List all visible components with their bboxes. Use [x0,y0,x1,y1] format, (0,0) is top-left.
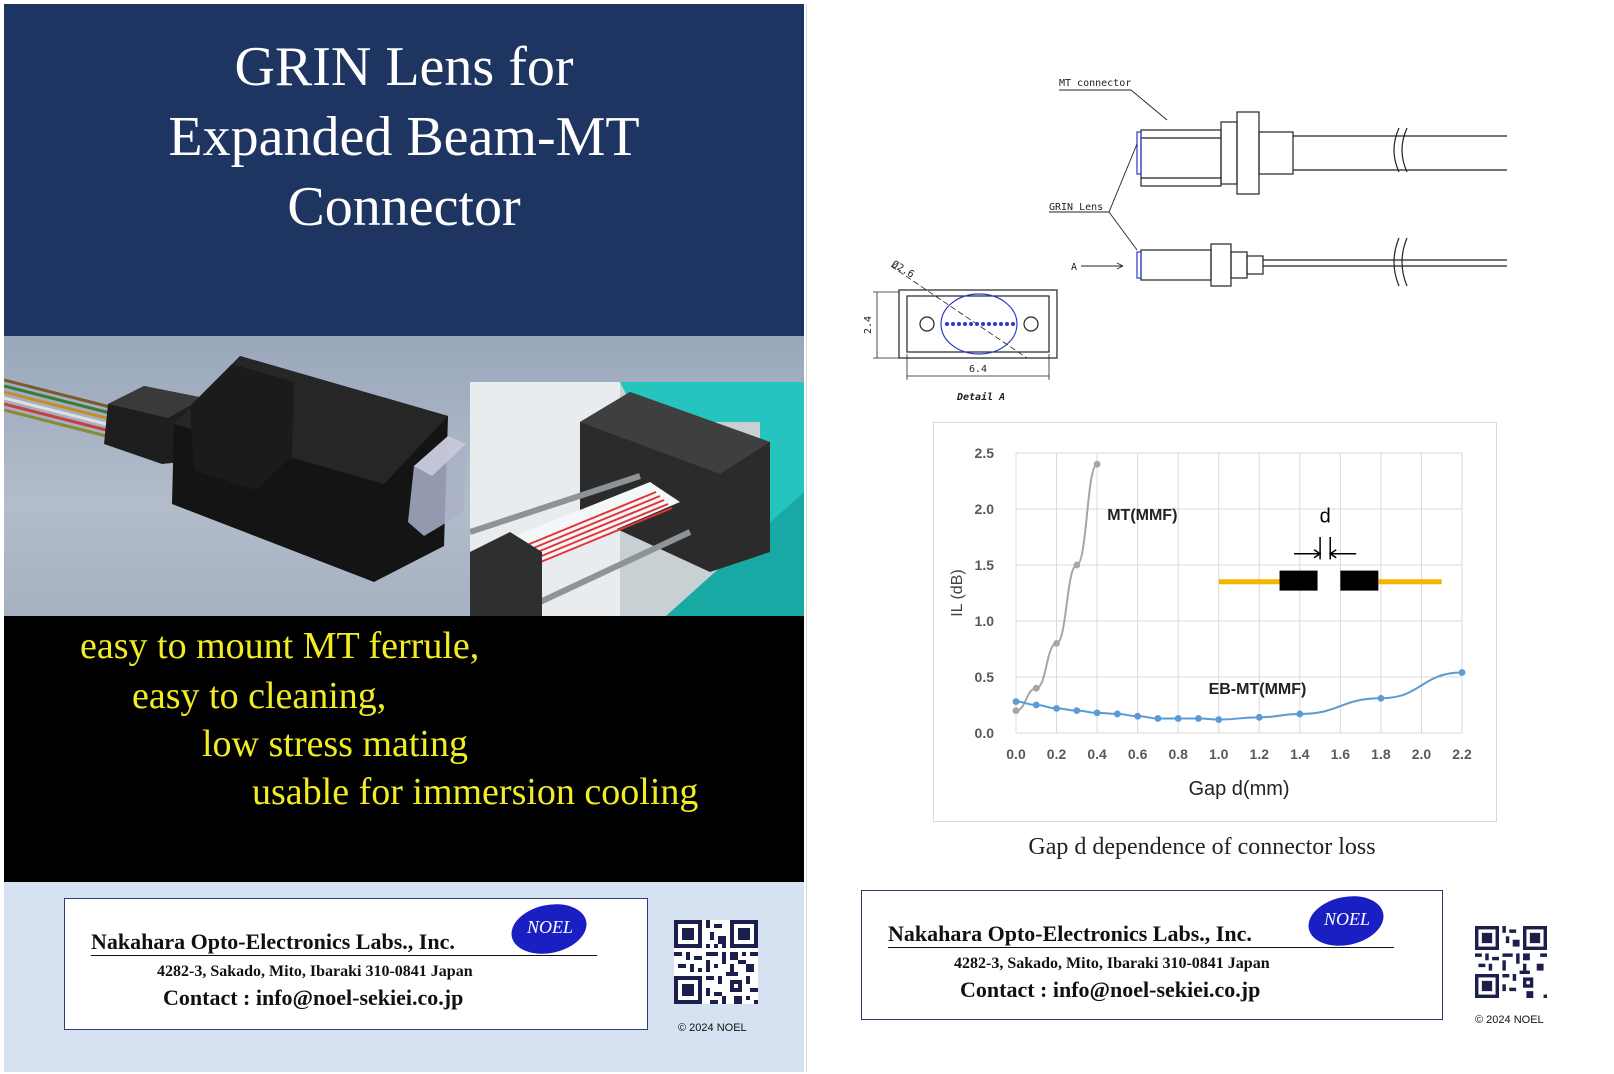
ferrule-render-image [470,382,804,616]
series-label-mt: MT(MMF) [1107,507,1177,524]
data-point [1032,684,1040,692]
data-point [1012,698,1020,706]
company-underline-right [888,947,1394,948]
series-line-0 [1015,463,1099,712]
technical-drawing: MT connector GRIN Lens A Ø2.6 2.4 6.4 [863,78,1507,403]
inset-ferrule-left [1279,570,1318,591]
qr-code [674,920,758,1004]
y-axis-label: IL (dB) [949,569,966,616]
label-height: 2.4 [863,316,874,334]
x-tick-label: 2.2 [1452,746,1472,762]
data-point [1195,715,1202,722]
label-grin-lens: GRIN Lens [1049,202,1103,213]
gap-loss-chart: 0.0 0.2 0.4 0.6 0.8 1.0 1.2 1.4 1.6 1.8 2.0 2.2 0.0 0… [949,445,1472,800]
x-tick-label: 1.8 [1371,746,1391,762]
y-tick-label: 1.5 [975,557,995,573]
x-tick-label: 1.0 [1209,746,1229,762]
grin-lens-drawing [1136,237,1507,287]
y-tick-label: 2.0 [975,501,995,517]
data-point [1296,710,1304,718]
chart-caption: Gap d dependence of connector loss [1028,834,1376,860]
footer-band: Nakahara Opto-Electronics Labs., Inc. NO… [4,882,804,1072]
data-point [1093,460,1101,468]
contact-email: Contact : info@noel-sekiei.co.jp [163,985,464,1010]
data-point [1113,710,1121,718]
label-diameter: Ø2.6 [890,258,917,280]
x-tick-label: 0.2 [1047,746,1067,762]
right-panel: MT connector GRIN Lens A Ø2.6 2.4 6.4 [806,4,1608,1072]
fiber-ribbon-image [4,378,115,440]
y-tick-label: 0.0 [975,725,995,741]
data-point [1215,716,1223,723]
data-point [1073,561,1081,569]
contact-email-right: Contact : info@noel-sekiei.co.jp [960,977,1261,1002]
x-tick-label: 0.6 [1128,746,1148,762]
copyright: © 2024 NOEL [678,1022,747,1034]
data-point [1093,709,1101,717]
data-point [1073,707,1081,714]
data-point [1053,704,1060,712]
data-point [1458,669,1466,676]
x-tick-label: 1.2 [1250,746,1270,762]
drawing-leaders [1049,89,1168,270]
data-point [1255,713,1263,721]
company-name-right: Nakahara Opto-Electronics Labs., Inc. [888,921,1252,946]
inset-ferrule-right [1340,570,1379,591]
noel-logo-right [1308,896,1384,946]
inset-arrow-left [1294,549,1322,559]
detail-a-drawing [873,265,1058,380]
company-address: 4282-3, Sakado, Mito, Ibaraki 310-0841 J… [157,963,473,980]
data-point [1012,707,1020,714]
data-point [1134,712,1142,720]
x-tick-label: 1.6 [1331,746,1351,762]
feature-4: usable for immersion cooling [252,771,699,813]
mt-connector-drawing [1136,111,1507,195]
logo-text-right: NOEL [1324,909,1371,929]
label-detail-a: Detail A [956,391,1005,403]
inset-arrow-right [1328,549,1357,559]
qr-code-right [1475,926,1547,998]
label-mt-connector: MT connector [1059,78,1131,89]
x-tick-label: 0.4 [1087,746,1107,762]
data-point [1174,715,1182,722]
feature-3: low stress mating [202,723,468,765]
chart-container: 0.0 0.2 0.4 0.6 0.8 1.0 1.2 1.4 1.6 1.8 2.0 2.2 0.0 0… [933,422,1497,822]
company-underline [91,955,597,956]
label-width: 6.4 [969,364,987,375]
inset-gap-label: d [1320,505,1331,527]
left-panel: GRIN Lens for Expanded Beam-MT Connector [4,4,804,1072]
title-band: GRIN Lens for Expanded Beam-MT Connector [4,4,804,336]
contact-box-right: Nakahara Opto-Electronics Labs., Inc. NO… [861,890,1443,1020]
data-point [1377,694,1385,702]
copyright-right: © 2024 NOEL [1475,1014,1544,1026]
y-tick-label: 2.5 [975,445,995,461]
connector-render-svg [4,356,466,582]
company-address-right: 4282-3, Sakado, Mito, Ibaraki 310-0841 J… [954,955,1270,972]
data-point [1154,715,1162,722]
label-a: A [1071,262,1077,273]
x-tick-label: 1.4 [1290,746,1310,762]
feature-1: easy to mount MT ferrule, [80,625,480,667]
x-axis-label: Gap d(mm) [1188,778,1289,800]
fiber-array-dots [945,322,1015,326]
x-tick-label: 0.8 [1168,746,1188,762]
x-tick-label: 0.0 [1006,746,1026,762]
brochure-title: GRIN Lens for Expanded Beam-MT Connector [168,36,640,238]
data-point [1053,640,1060,647]
y-tick-label: 0.5 [975,669,995,685]
feature-2: easy to cleaning, [132,675,387,717]
features-band: easy to mount MT ferrule, easy to cleani… [4,616,804,882]
x-tick-label: 2.0 [1412,746,1432,762]
data-point [1032,701,1040,709]
company-name: Nakahara Opto-Electronics Labs., Inc. [91,929,455,954]
logo-text: NOEL [527,917,574,937]
contact-box: Nakahara Opto-Electronics Labs., Inc. NO… [64,898,648,1030]
y-tick-label: 1.0 [975,613,995,629]
series-label-eb: EB-MT(MMF) [1209,681,1307,698]
noel-logo [511,904,587,954]
